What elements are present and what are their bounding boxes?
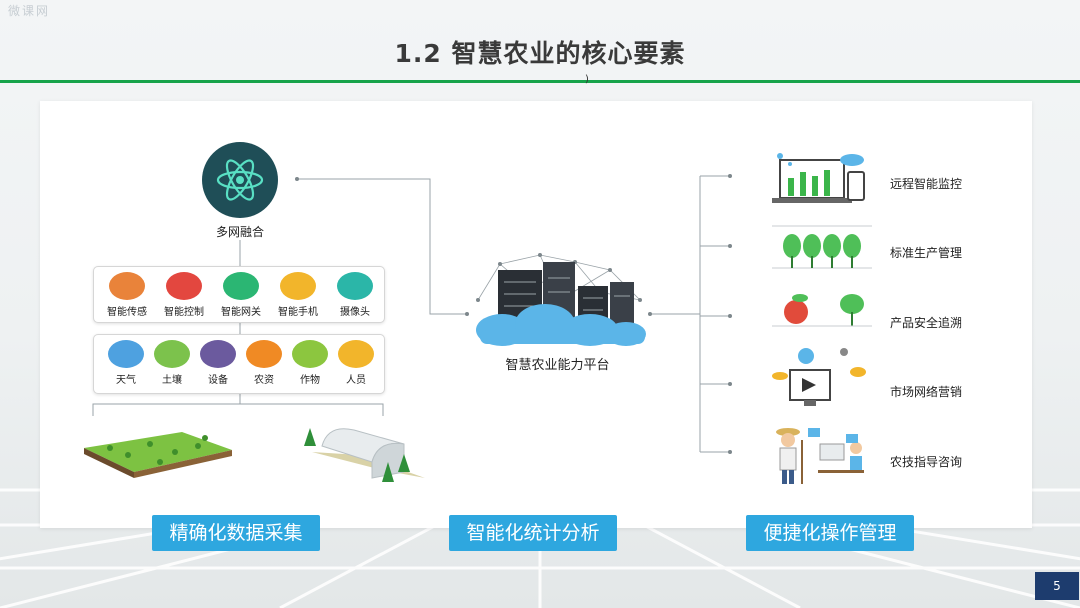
data-label: 土壤 bbox=[162, 375, 182, 386]
data-label: 人员 bbox=[346, 375, 366, 386]
device-item: 智能手机 bbox=[268, 272, 328, 318]
page-number: 5 bbox=[1035, 572, 1079, 600]
device-item: 智能网关 bbox=[211, 272, 271, 318]
device-label: 摄像头 bbox=[340, 307, 370, 318]
cloud-server-icon bbox=[476, 253, 646, 346]
data-label: 农资 bbox=[254, 375, 274, 386]
greenhouse-rows-icon bbox=[772, 225, 872, 269]
data-label: 作物 bbox=[300, 375, 320, 386]
online-marketing-icon bbox=[772, 348, 866, 406]
right-label-traceability: 产品安全追溯 bbox=[890, 316, 963, 330]
data-item: 作物 bbox=[280, 340, 340, 386]
smart-analysis-button[interactable]: 智能化统计分析 bbox=[449, 515, 617, 551]
router-icon bbox=[223, 272, 259, 300]
person-icon bbox=[338, 340, 374, 368]
fruit-tree-icon bbox=[772, 294, 872, 327]
device-item: 智能传感 bbox=[97, 272, 157, 318]
cloud-icon bbox=[108, 340, 144, 368]
data-label: 天气 bbox=[116, 375, 136, 386]
data-item: 设备 bbox=[188, 340, 248, 386]
farmer-consult-icon bbox=[776, 428, 864, 484]
camera-device-icon bbox=[200, 340, 236, 368]
hub-label: 多网融合 bbox=[215, 225, 264, 239]
stray-mark: ) bbox=[585, 74, 589, 85]
right-label-consulting: 农技指导咨询 bbox=[890, 455, 963, 469]
data-item: 人员 bbox=[326, 340, 386, 386]
sprout-icon bbox=[154, 340, 190, 368]
page-title: 1.2 智慧农业的核心要素 bbox=[394, 39, 686, 68]
data-label: 设备 bbox=[208, 375, 228, 386]
money-bag-icon bbox=[246, 340, 282, 368]
data-item: 农资 bbox=[234, 340, 294, 386]
monitor-plants-icon bbox=[772, 153, 865, 203]
device-item: 摄像头 bbox=[325, 272, 385, 318]
greenhouse-icon bbox=[304, 428, 425, 482]
camera-icon bbox=[337, 272, 373, 300]
right-label-monitoring: 远程智能监控 bbox=[890, 177, 963, 191]
right-label-production: 标准生产管理 bbox=[890, 246, 963, 260]
device-label: 智能网关 bbox=[221, 307, 261, 318]
precise-collection-button[interactable]: 精确化数据采集 bbox=[152, 515, 320, 551]
device-label: 智能控制 bbox=[164, 307, 204, 318]
tree-icon bbox=[292, 340, 328, 368]
atom-icon bbox=[202, 142, 278, 218]
easy-management-button[interactable]: 便捷化操作管理 bbox=[746, 515, 914, 551]
device-item: 智能控制 bbox=[154, 272, 214, 318]
phone-icon bbox=[280, 272, 316, 300]
farm-field-icon bbox=[84, 432, 232, 478]
data-row bbox=[93, 334, 385, 394]
platform-label: 智慧农业能力平台 bbox=[505, 358, 610, 373]
data-item: 土壤 bbox=[142, 340, 202, 386]
control-panel-icon bbox=[166, 272, 202, 300]
gauge-icon bbox=[109, 272, 145, 300]
device-label: 智能手机 bbox=[278, 307, 318, 318]
data-item: 天气 bbox=[96, 340, 156, 386]
title-underline bbox=[0, 80, 1080, 83]
watermark: 微课网 bbox=[8, 4, 51, 18]
device-label: 智能传感 bbox=[107, 307, 147, 318]
right-label-marketing: 市场网络营销 bbox=[890, 385, 963, 399]
